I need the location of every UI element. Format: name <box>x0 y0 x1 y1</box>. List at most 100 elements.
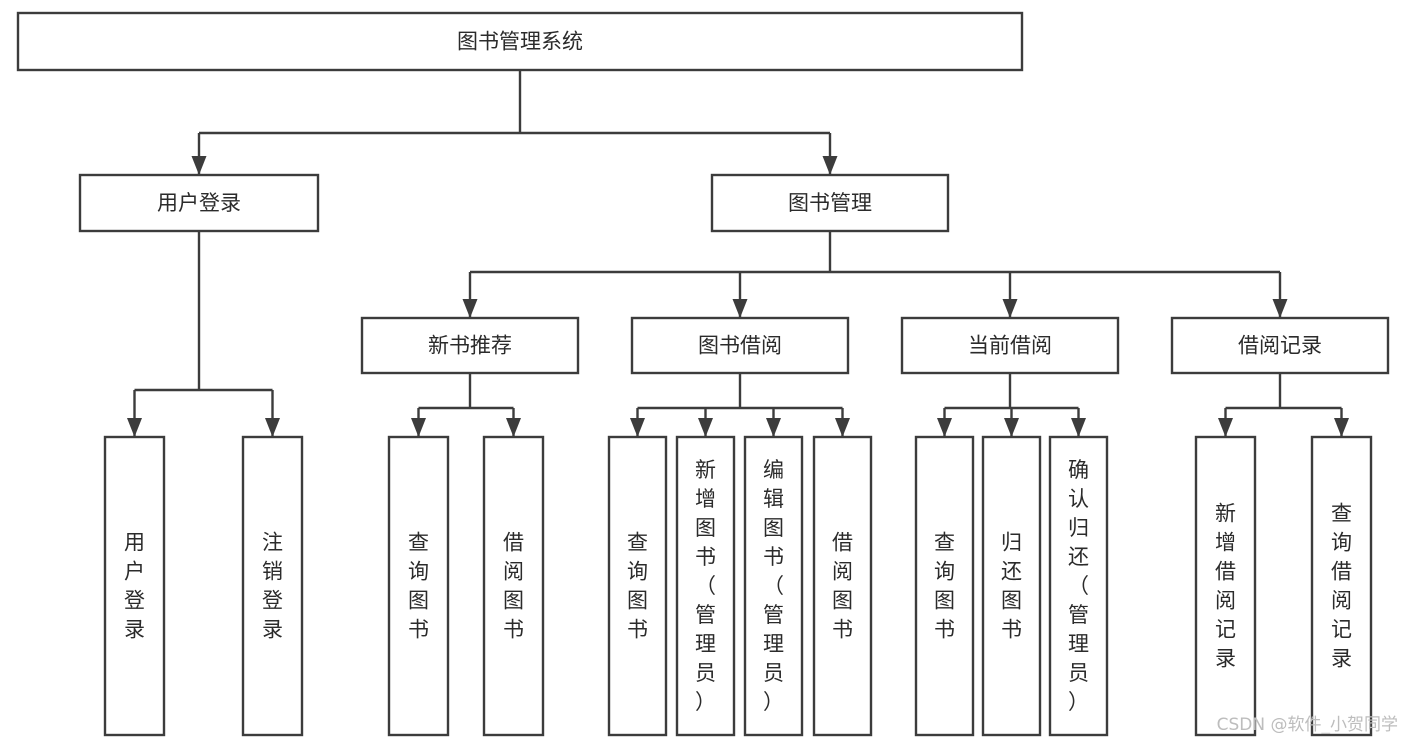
label-char: 借 <box>1331 560 1352 584</box>
label-char: 理 <box>695 632 716 656</box>
label-char: 书 <box>1001 618 1022 642</box>
label-char: 理 <box>1068 632 1089 656</box>
label-char: 管 <box>763 603 784 627</box>
label-char: 图 <box>934 589 955 613</box>
label-char: 书 <box>832 618 853 642</box>
node-box-leaf-user-login <box>103 435 166 737</box>
label-char: 书 <box>408 618 429 642</box>
csdn-watermark: CSDN @软件_小贺同学 <box>1217 715 1398 735</box>
label-char: 登 <box>124 589 145 613</box>
node-user-login[interactable]: 用户登录 <box>78 173 320 233</box>
node-current-borrow[interactable]: 当前借阅 <box>900 316 1120 375</box>
node-box-borrow-record <box>1170 316 1390 375</box>
arrow-head-icon <box>127 418 142 437</box>
label-char: 图 <box>503 589 524 613</box>
label-char: 图 <box>1001 589 1022 613</box>
label-char: 查 <box>627 531 648 555</box>
label-char: 书 <box>763 545 784 569</box>
node-label-book-management: 图书管理 <box>788 191 872 215</box>
node-label-new-book-recommend: 新书推荐 <box>428 334 512 358</box>
node-box-root <box>16 11 1024 72</box>
label-char: 确 <box>1068 458 1089 482</box>
node-box-leaf-record-query <box>1310 435 1373 737</box>
label-char: 询 <box>934 560 955 584</box>
arrow-head-icon <box>937 418 952 437</box>
label-char: ） <box>1068 690 1089 714</box>
label-char: 借 <box>1215 560 1236 584</box>
label-char: （ <box>695 574 716 598</box>
label-char: 图 <box>832 589 853 613</box>
label-char: 认 <box>1068 487 1089 511</box>
arrow-head-icon <box>766 418 781 437</box>
node-new-book-recommend[interactable]: 新书推荐 <box>360 316 580 375</box>
label-char: 图 <box>695 516 716 540</box>
label-char: 录 <box>1215 647 1236 671</box>
label-char: 归 <box>1068 516 1089 540</box>
node-box-book-borrow <box>630 316 850 375</box>
label-char: 阅 <box>503 560 524 584</box>
label-char: 还 <box>1001 560 1022 584</box>
connector-layer <box>127 70 1349 437</box>
arrow-head-icon <box>1334 418 1349 437</box>
node-label-current-borrow: 当前借阅 <box>968 334 1052 358</box>
node-box-leaf-borrow-edit-book <box>743 435 804 737</box>
label-char: 录 <box>124 618 145 642</box>
arrow-head-icon <box>506 418 521 437</box>
node-label-book-borrow: 图书借阅 <box>698 334 782 358</box>
label-char: 员 <box>695 661 716 685</box>
label-char: （ <box>1068 574 1089 598</box>
label-char: 注 <box>262 531 283 555</box>
label-char: 阅 <box>1215 589 1236 613</box>
label-char: 管 <box>695 603 716 627</box>
arrow-head-icon <box>1071 418 1086 437</box>
node-borrow-record[interactable]: 借阅记录 <box>1170 316 1390 375</box>
label-char: 录 <box>262 618 283 642</box>
arrow-head-icon <box>698 418 713 437</box>
label-char: ） <box>763 690 784 714</box>
arrow-head-icon <box>462 299 478 318</box>
arrow-head-icon <box>1002 299 1018 318</box>
label-char: 员 <box>763 661 784 685</box>
arrow-head-icon <box>835 418 850 437</box>
node-box-leaf-current-return-book <box>981 435 1042 737</box>
label-char: 员 <box>1068 661 1089 685</box>
node-label-root: 图书管理系统 <box>457 30 583 54</box>
node-book-borrow[interactable]: 图书借阅 <box>630 316 850 375</box>
label-char: 登 <box>262 589 283 613</box>
label-char: 图 <box>408 589 429 613</box>
node-box-leaf-borrow-query-book <box>607 435 668 737</box>
arrow-head-icon <box>732 299 748 318</box>
node-book-management[interactable]: 图书管理 <box>710 173 950 233</box>
label-char: 查 <box>934 531 955 555</box>
node-root[interactable]: 图书管理系统 <box>16 11 1024 72</box>
label-char: 理 <box>763 632 784 656</box>
node-leaf-user-login[interactable]: 用户登录 <box>103 435 166 737</box>
label-char: 查 <box>408 531 429 555</box>
node-box-user-login <box>78 173 320 233</box>
node-box-leaf-record-add <box>1194 435 1257 737</box>
node-box-leaf-borrow-borrow-book <box>812 435 873 737</box>
label-char: 图 <box>763 516 784 540</box>
label-char: 录 <box>1331 647 1352 671</box>
label-char: 查 <box>1331 502 1352 526</box>
label-char: 辑 <box>763 487 784 511</box>
